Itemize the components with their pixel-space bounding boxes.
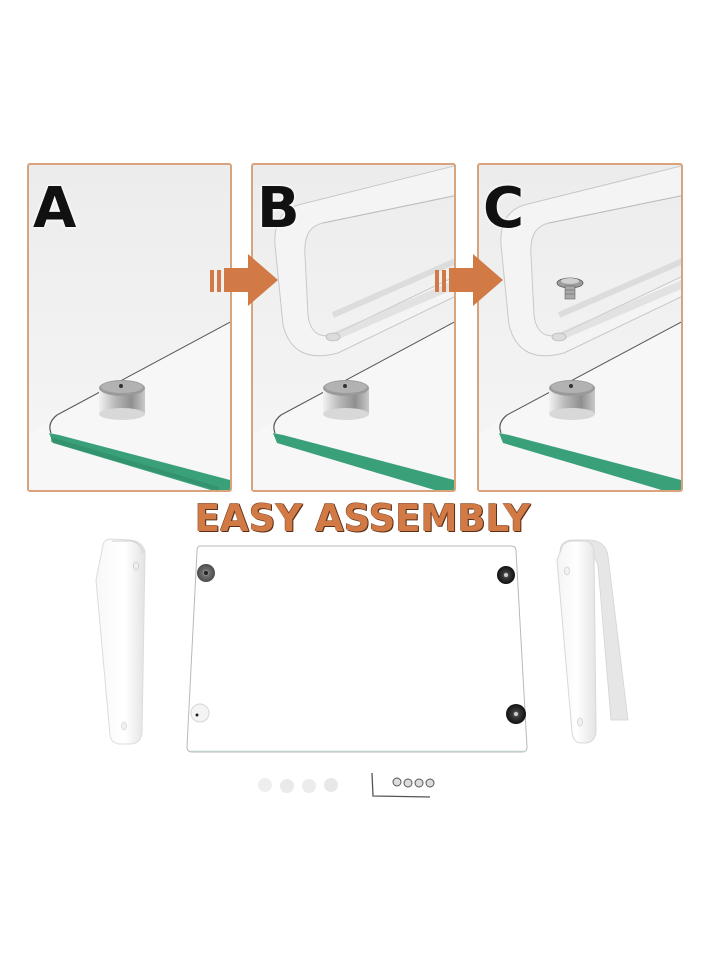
step-panel-c: C	[477, 163, 683, 492]
step-letter-c: C	[483, 176, 524, 241]
arrow-right-icon	[435, 254, 503, 306]
step-panel-b: B	[251, 163, 456, 492]
step-letter-b: B	[257, 176, 300, 241]
step-letter-a: A	[33, 176, 76, 241]
screw-fastening-illustration	[479, 165, 681, 490]
arrow-right-icon	[210, 254, 278, 306]
glass-panel	[186, 545, 528, 753]
parts-layout	[95, 538, 629, 798]
bracket-placement-illustration	[253, 165, 454, 490]
allen-key-icon	[371, 772, 431, 798]
glass-standoff-illustration	[29, 321, 230, 490]
easy-assembly-title: EASY ASSEMBLY	[194, 497, 531, 540]
rubber-pads	[258, 778, 338, 793]
right-bracket	[556, 539, 629, 744]
step-panel-a: A	[27, 163, 232, 492]
screw-icon	[556, 277, 584, 300]
screws	[392, 777, 435, 788]
left-bracket	[95, 538, 146, 745]
